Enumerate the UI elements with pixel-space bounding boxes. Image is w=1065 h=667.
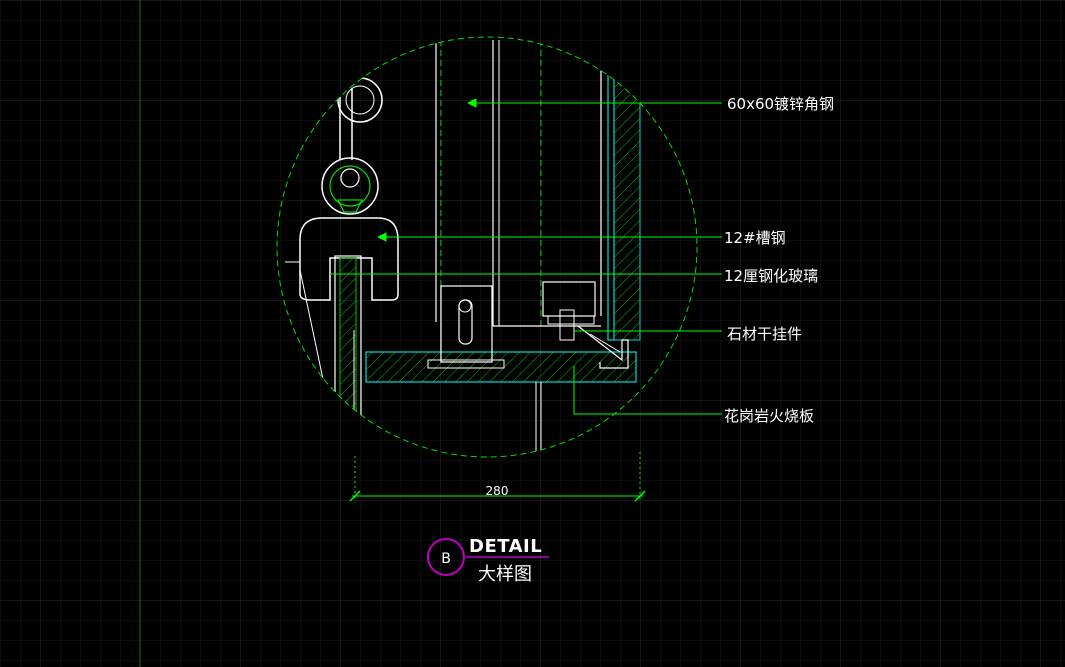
dimension-value: 280 (486, 484, 509, 498)
callout-angle-steel: 60x60镀锌角钢 (727, 95, 834, 113)
leader-lines (330, 98, 722, 415)
dimension-line (349, 452, 646, 502)
callout-channel-steel: 12#槽钢 (724, 229, 786, 247)
title-badge-letter: B (441, 551, 451, 567)
title-block: B DETAIL 大样图 (427, 536, 549, 585)
detail-boundary-circle (276, 36, 698, 458)
title-badge-ring (427, 538, 465, 576)
title-subtitle: 大样图 (478, 564, 532, 585)
callout-granite-panel: 花岗岩火烧板 (724, 407, 814, 425)
callout-stone-hanger: 石材干挂件 (727, 325, 802, 343)
callout-tempered-glass: 12厘钢化玻璃 (724, 267, 818, 285)
title-detail: DETAIL (469, 536, 542, 557)
